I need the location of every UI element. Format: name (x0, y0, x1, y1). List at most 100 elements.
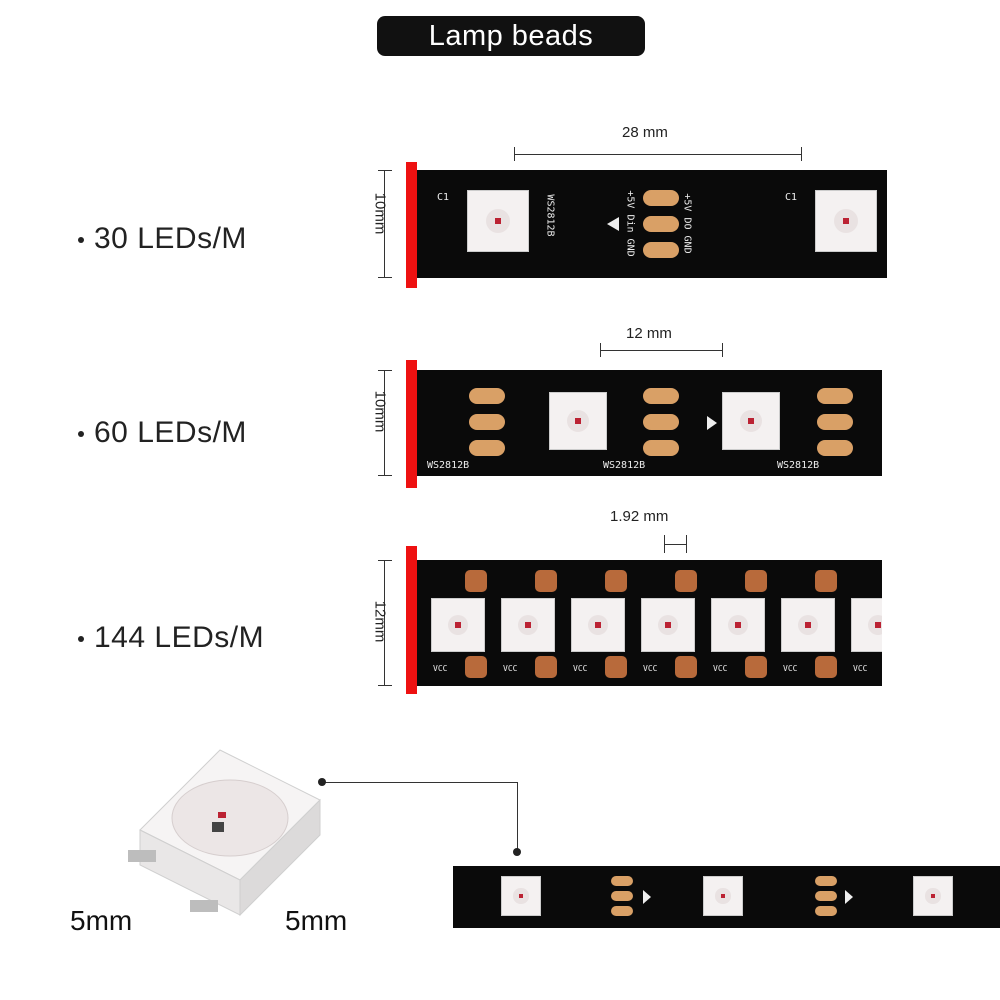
solder-pad (817, 388, 853, 404)
width-dimension-line-60 (384, 370, 385, 476)
solder-pad (611, 891, 633, 901)
solder-pad (643, 190, 679, 206)
led-bead (501, 598, 555, 652)
solder-pad (643, 216, 679, 232)
solder-pad (469, 414, 505, 430)
strip-edge-marker (406, 360, 417, 488)
dim-tick (378, 277, 392, 278)
solder-pad (817, 440, 853, 456)
solder-pad (465, 656, 487, 678)
vcc-label: VCC (643, 664, 658, 673)
solder-pad (605, 656, 627, 678)
vcc-label: VCC (573, 664, 588, 673)
spacing-dimension-line-60 (600, 350, 723, 351)
bead-width-label: 5mm (70, 905, 133, 936)
led-bead (549, 392, 607, 450)
width-label-30: 10mm (371, 192, 389, 235)
chip-label: WS2812B (777, 460, 820, 471)
dim-tick (686, 535, 687, 553)
pin-labels: +5V Din GND (624, 190, 636, 257)
dim-tick (378, 475, 392, 476)
solder-pad (535, 570, 557, 592)
led-bead (851, 598, 882, 652)
solder-pad (815, 656, 837, 678)
dim-tick (664, 535, 665, 553)
solder-pad (815, 906, 837, 916)
dim-tick (378, 370, 392, 371)
callout-line (517, 782, 518, 852)
cap-label: C1 (785, 192, 798, 203)
led-bead (711, 598, 765, 652)
led-bead (703, 876, 743, 916)
callout-line (322, 782, 518, 783)
solder-pad (675, 656, 697, 678)
bullet-icon (78, 237, 84, 244)
solder-pad (535, 656, 557, 678)
solder-pad (675, 570, 697, 592)
led-bead (431, 598, 485, 652)
title-pill: Lamp beads (377, 16, 645, 56)
bead-illustration (128, 749, 321, 917)
solder-pad (643, 242, 679, 258)
led-bead (781, 598, 835, 652)
dim-tick (378, 170, 392, 171)
solder-pad (605, 570, 627, 592)
bead-height-label: 5mm (285, 905, 348, 936)
led-bead (815, 190, 877, 252)
spacing-label-30: 28 mm (622, 124, 668, 141)
chip-label: WS2812B (603, 460, 646, 471)
led-bead (501, 876, 541, 916)
chip-label: WS2812B (544, 194, 556, 237)
vcc-label: VCC (783, 664, 798, 673)
bullet-icon (78, 431, 84, 438)
solder-pad (469, 388, 505, 404)
width-label-144: 12mm (371, 600, 389, 643)
solder-pad (815, 891, 837, 901)
dim-tick (722, 343, 723, 357)
solder-pad (745, 570, 767, 592)
row-label-144: 144 LEDs/M (78, 621, 264, 655)
callout-dot (318, 778, 326, 786)
vcc-label: VCC (433, 664, 448, 673)
vcc-label: VCC (713, 664, 728, 673)
width-label-60: 10mm (371, 390, 389, 433)
pin-labels: +5V DO GND (681, 193, 693, 254)
solder-pad (745, 656, 767, 678)
vcc-label: VCC (503, 664, 518, 673)
solder-pad (643, 440, 679, 456)
solder-pad (815, 876, 837, 886)
solder-pad (817, 414, 853, 430)
dim-tick (801, 147, 802, 161)
led-strip-preview (453, 866, 1000, 928)
callout-dot (513, 848, 521, 856)
solder-pad (611, 906, 633, 916)
row-label-30: 30 LEDs/M (78, 222, 247, 256)
led-strip-60: WS2812B WS2812B WS2812B (417, 370, 882, 476)
led-strip-30: C1 WS2812B +5V Din GND +5V DO GND C1 (417, 170, 887, 278)
led-bead (641, 598, 695, 652)
direction-arrow-icon (643, 890, 651, 904)
cap-label: C1 (437, 192, 450, 203)
led-bead (722, 392, 780, 450)
spacing-label-144: 1.92 mm (610, 508, 669, 525)
solder-pad (469, 440, 505, 456)
strip-edge-marker (406, 546, 417, 694)
strip-edge-marker (406, 162, 417, 288)
spacing-dimension-line-30 (514, 154, 802, 155)
bullet-icon (78, 636, 84, 643)
width-dimension-line-30 (384, 170, 385, 278)
dim-tick (378, 560, 392, 561)
chip-label: WS2812B (427, 460, 470, 471)
spacing-label-60: 12 mm (626, 325, 672, 342)
width-dimension-line-144 (384, 560, 385, 686)
direction-arrow-icon (707, 416, 717, 430)
solder-pad (465, 570, 487, 592)
dim-tick (514, 147, 515, 161)
row-label-60: 60 LEDs/M (78, 416, 247, 450)
direction-arrow-icon (607, 217, 619, 231)
solder-pad (611, 876, 633, 886)
solder-pad (643, 388, 679, 404)
spacing-dimension-line-144 (664, 544, 686, 545)
dim-tick (600, 343, 601, 357)
